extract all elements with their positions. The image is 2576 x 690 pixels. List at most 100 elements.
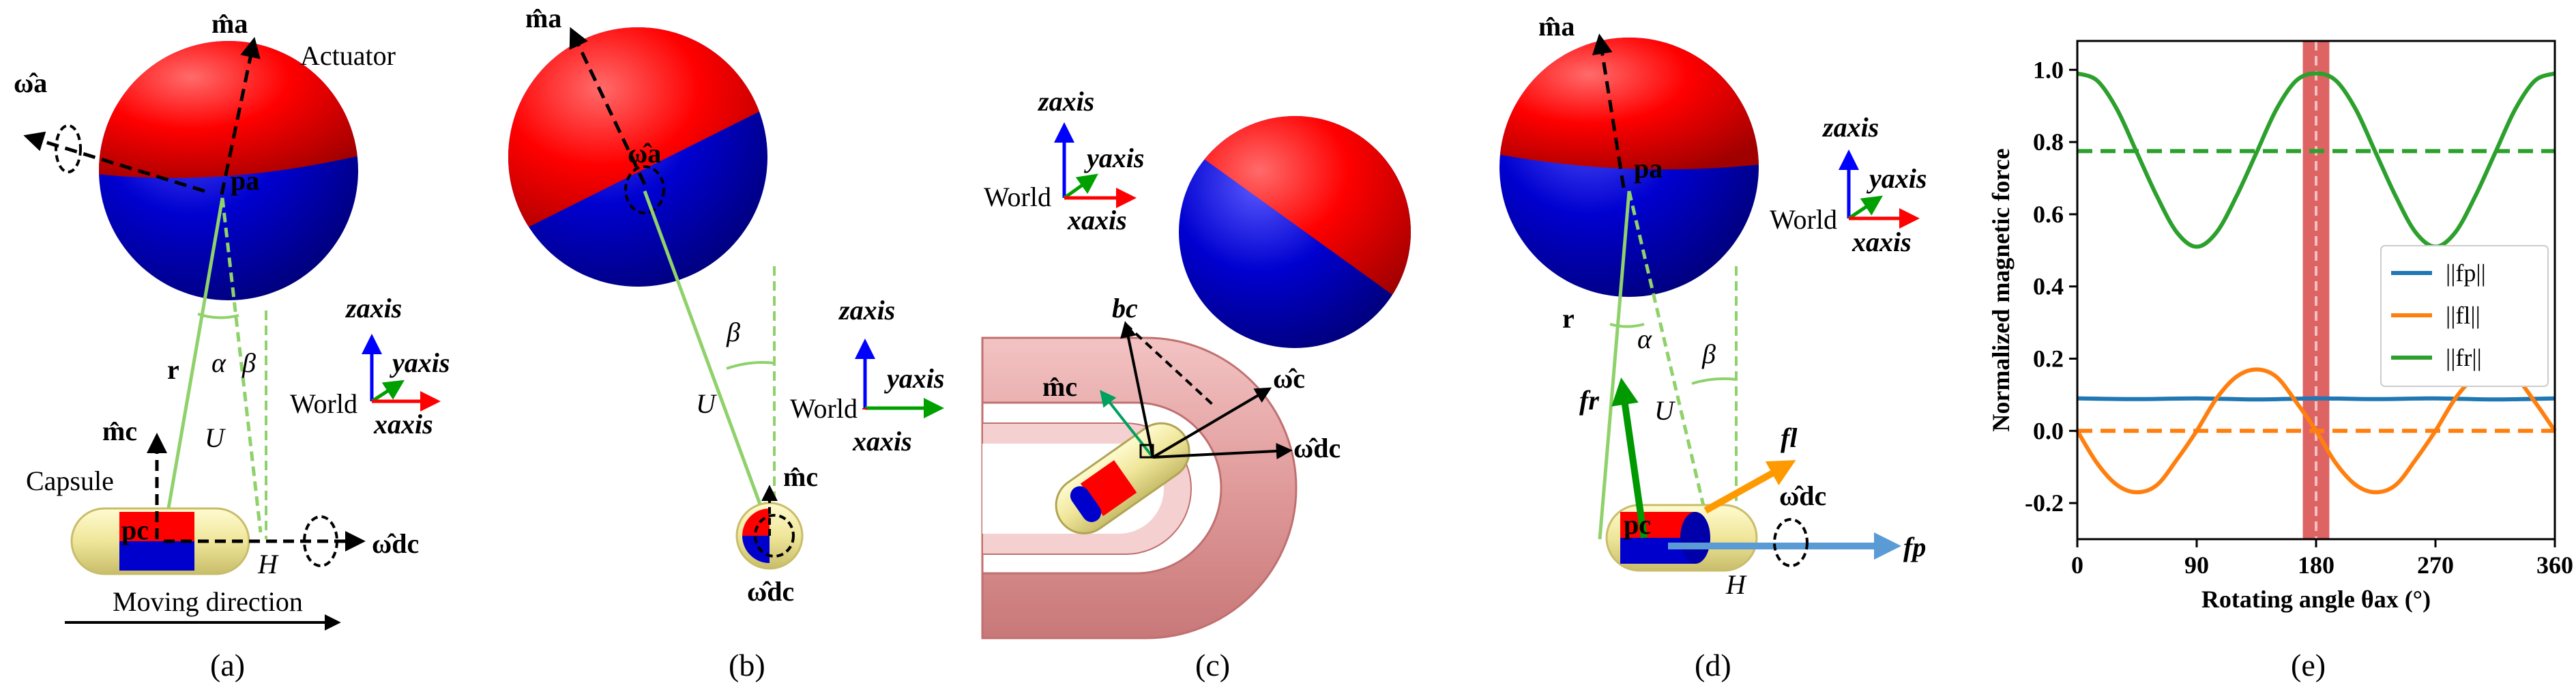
svg-text:zaxis: zaxis xyxy=(838,295,895,326)
y-tick-label-5: 0.8 xyxy=(2033,128,2064,156)
panel-a: m̂a ω̂a Actuator pa r α β U H m̂c Capsul… xyxy=(14,8,450,682)
alpha-label-a: α xyxy=(211,347,226,378)
m-c-label-b: m̂c xyxy=(783,461,818,492)
moving-direction-label: Moving direction xyxy=(113,586,303,617)
U-label-b: U xyxy=(696,388,718,419)
b-c-label: bc xyxy=(1112,293,1138,324)
m-a-axis-d xyxy=(1592,33,1626,188)
beta-arc-d xyxy=(1691,377,1737,385)
alpha-arc-a xyxy=(197,313,239,319)
U-label-a: U xyxy=(205,422,226,453)
x-tick-label-1: 90 xyxy=(2184,551,2209,579)
svg-text:xaxis: xaxis xyxy=(852,426,912,457)
omega-dc-label-d: ω̂dc xyxy=(1779,480,1826,511)
rotation-dc-icon-a xyxy=(303,515,338,567)
panel-d: m̂a pa r α β U fr fl fp pc H ω̂dc zaxis xyxy=(1499,11,1927,682)
world-frame-d: zaxis yaxis xaxis World xyxy=(1770,112,1927,257)
legend-label-0: ||fp|| xyxy=(2446,259,2486,287)
beta-label-a: β xyxy=(241,347,256,378)
world-frame-a: zaxis yaxis xaxis World xyxy=(290,293,450,440)
actuator-sphere-d xyxy=(1499,38,1759,297)
y-tick-label-2: 0.2 xyxy=(2033,345,2064,373)
m-c-arrow-c xyxy=(1100,390,1154,459)
omega-a-label-b: ω̂a xyxy=(628,138,661,169)
rotation-icon xyxy=(55,124,82,173)
omega-a-rotation-b xyxy=(624,165,665,214)
legend-box xyxy=(2380,245,2549,387)
y-axis-label: Normalized magnetic force xyxy=(1987,148,2015,431)
panel-c: zaxis yaxis xaxis World bc m̂c ω̂c xyxy=(981,86,1411,682)
omega-dc-arrow-c xyxy=(1152,442,1293,459)
svg-text:zaxis: zaxis xyxy=(1037,86,1094,117)
omega-dc-label-c: ω̂dc xyxy=(1293,433,1341,463)
y-tick-label-3: 0.4 xyxy=(2033,273,2064,300)
svg-text:World: World xyxy=(984,182,1051,212)
capsule-label: Capsule xyxy=(26,465,114,496)
legend-label-2: ||fr|| xyxy=(2446,344,2482,371)
p-c-label-a: pc xyxy=(121,515,149,545)
caption-e: (e) xyxy=(2291,648,2326,682)
caption-d: (d) xyxy=(1695,648,1731,682)
actuator-sphere-c xyxy=(1179,116,1411,348)
y-tick-label-4: 0.6 xyxy=(2033,201,2064,228)
svg-text:xaxis: xaxis xyxy=(373,409,433,440)
right-angle-mark-c xyxy=(1139,444,1154,459)
dashed-guide-c xyxy=(1124,323,1216,407)
series-line-2 xyxy=(2076,71,2556,249)
y-tick-label-6: 1.0 xyxy=(2033,56,2064,83)
x-tick-label-0: 0 xyxy=(2071,551,2083,579)
svg-text:yaxis: yaxis xyxy=(1084,143,1144,173)
x-tick-label-4: 360 xyxy=(2536,551,2573,579)
actuator-sphere-b xyxy=(508,27,767,287)
m-a-axis-b xyxy=(569,27,647,186)
p-c-label-d: pc xyxy=(1624,509,1651,540)
m-a-label-d: m̂a xyxy=(1538,11,1575,42)
f-r-arrow xyxy=(1611,377,1648,538)
alpha-arc-d xyxy=(1609,323,1645,328)
beta-label-d: β xyxy=(1701,339,1716,369)
svg-text:World: World xyxy=(290,388,357,419)
svg-text:zaxis: zaxis xyxy=(345,293,402,324)
m-a-label-a: m̂a xyxy=(211,8,248,39)
y-tick-label-0: -0.2 xyxy=(2025,489,2064,517)
p-a-label-a: pa xyxy=(231,165,259,196)
r-vector-d xyxy=(1598,190,1631,540)
omega-dc-rotation-d xyxy=(1773,518,1809,567)
alpha-label-d: α xyxy=(1637,324,1652,354)
f-p-label: fp xyxy=(1903,532,1926,562)
f-l-label: fl xyxy=(1781,422,1798,453)
r-vector-b xyxy=(643,190,766,516)
svg-text:yaxis: yaxis xyxy=(884,363,944,394)
omega-dc-rotation-b xyxy=(754,514,795,558)
f-l-arrow xyxy=(1703,460,1796,514)
x-tick-label-2: 180 xyxy=(2298,551,2334,579)
guide-line-d xyxy=(1627,190,1711,530)
world-frame-b: zaxis yaxis xaxis World xyxy=(790,295,944,457)
world-frame-c: zaxis yaxis xaxis World xyxy=(984,86,1144,235)
actuator-sphere-a xyxy=(99,41,358,300)
b-c-arrow xyxy=(1120,321,1154,458)
U-label-d: U xyxy=(1654,395,1676,426)
r-label-d: r xyxy=(1562,303,1575,334)
H-label-a: H xyxy=(257,549,279,579)
capsule-c xyxy=(1055,422,1190,534)
m-a-axis-a xyxy=(220,37,261,195)
legend-label-1: ||fl|| xyxy=(2446,302,2480,329)
omega-a-label-a: ω̂a xyxy=(14,68,47,98)
beta-label-b: β xyxy=(726,317,740,347)
series-line-0 xyxy=(2077,396,2556,402)
omega-c-arrow xyxy=(1152,387,1272,459)
svg-text:yaxis: yaxis xyxy=(390,347,450,378)
omega-dc-label-a: ω̂dc xyxy=(372,528,419,559)
svg-text:xaxis: xaxis xyxy=(1067,205,1127,235)
r-vector-a xyxy=(162,197,224,536)
omega-c-label: ω̂c xyxy=(1273,363,1305,394)
H-label-d: H xyxy=(1725,569,1747,600)
svg-text:World: World xyxy=(790,393,858,424)
panel-b: m̂a ω̂a β U m̂c ω̂dc zaxis yaxis xaxis W… xyxy=(508,3,944,682)
f-r-label: fr xyxy=(1579,385,1599,416)
x-axis-label: Rotating angle θax (°) xyxy=(2201,586,2431,613)
guide-line-a xyxy=(220,197,263,533)
